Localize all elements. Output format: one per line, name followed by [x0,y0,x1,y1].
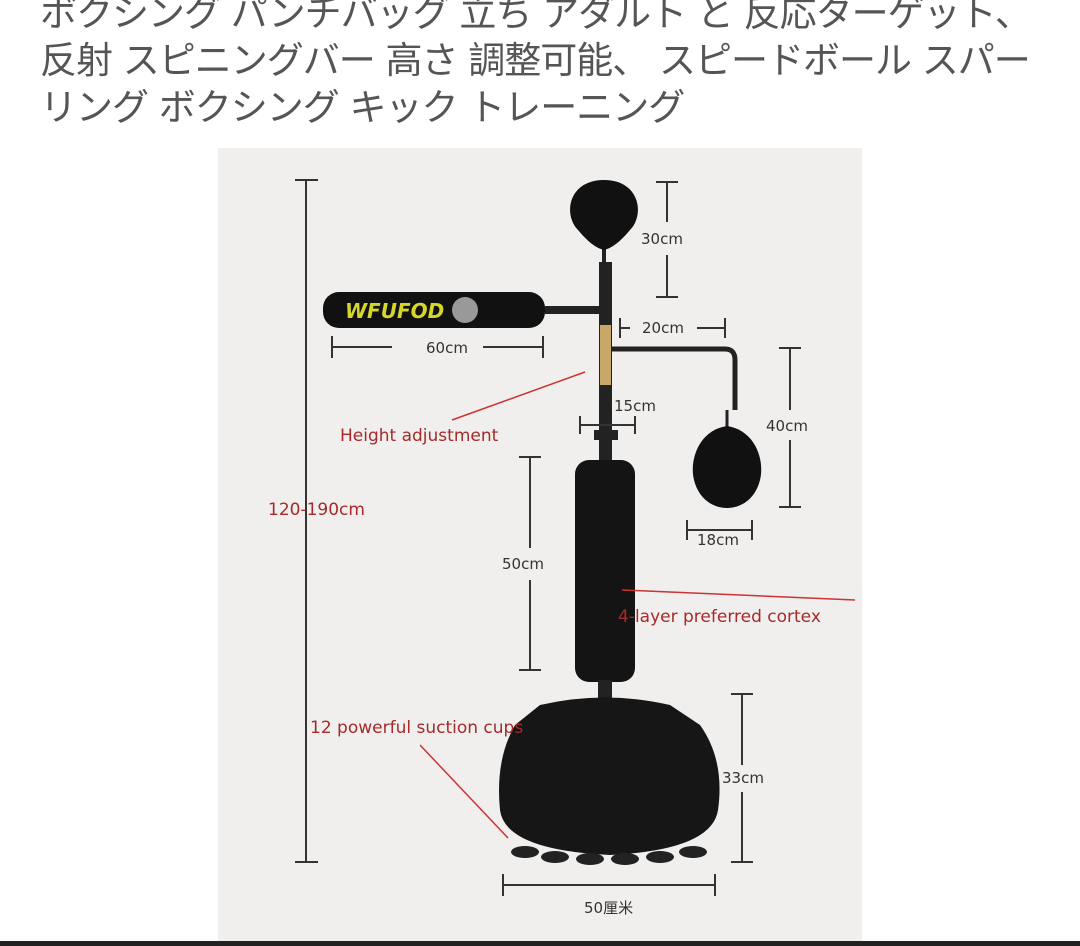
bar-length-label: 60cm [426,339,468,357]
top-ball-label: 30cm [641,230,683,248]
arm-length-dimension [619,318,726,338]
reflex-arm [612,346,762,508]
top-ball-dimension [656,181,678,298]
spinning-bar: WFUFOD [323,292,601,328]
base-width-dimension [502,874,716,896]
suction-cups-label: 12 powerful suction cups [310,718,523,738]
suction-cups-pointer [419,744,509,839]
base [499,680,720,865]
total-height-dimension [295,179,318,863]
hanging-ball-height-dimension [779,347,801,508]
bar-length-dimension [331,336,544,358]
height-adjustment-pointer [451,371,586,421]
product-title: ボクシング パンチバッグ 立ち アダルト と 反応ターゲット、 反射 スピニング… [40,0,1032,129]
tube-height-label: 50cm [502,555,544,573]
hanging-ball-width-dimension [686,520,753,540]
hanging-ball-width-label: 18cm [697,531,739,549]
arm-length-label: 20cm [642,319,684,337]
cortex-pointer [621,589,856,601]
base-height-label: 33cm [722,769,764,787]
base-height-dimension [731,693,753,863]
top-speed-ball [570,180,638,265]
base-width-label: 50厘米 [584,899,633,917]
brand-logo: WFUFOD [345,299,444,323]
height-adjustment-label: Height adjustment [340,426,499,446]
cortex-label: 4-layer preferred cortex [618,607,821,627]
tube-height-dimension [519,456,541,671]
adjust-section [600,325,611,385]
pole-width-dimension [579,416,636,434]
divider [0,941,1080,946]
pole-width-label: 15cm [614,397,656,415]
hanging-ball-height-label: 40cm [766,417,808,435]
total-height-label: 120-190cm [268,500,365,520]
main-tube [575,460,635,682]
